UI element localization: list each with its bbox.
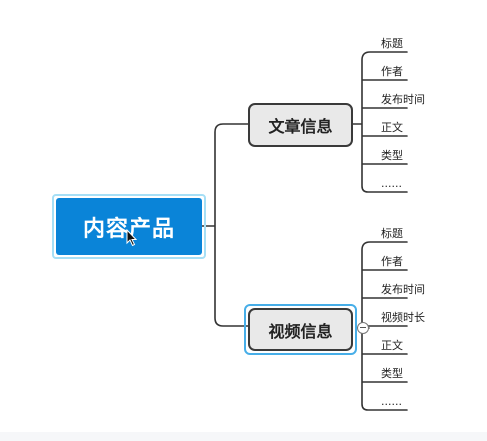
subtopic-leaf[interactable]: 正文 xyxy=(381,121,403,134)
connector-root-to-topics xyxy=(201,123,249,327)
root-node[interactable]: 内容产品 xyxy=(56,198,202,255)
mouse-pointer-icon xyxy=(126,229,138,247)
subtopic-leaf[interactable]: ...... xyxy=(381,177,402,190)
subtopic-leaf[interactable]: 作者 xyxy=(381,65,403,78)
topic-node-video[interactable]: 视频信息 xyxy=(248,308,353,351)
subtopic-leaf[interactable]: 视频时长 xyxy=(381,311,425,324)
subtopic-leaf[interactable]: ...... xyxy=(381,395,402,408)
topic-node-article[interactable]: 文章信息 xyxy=(248,103,353,147)
topic-selection-outline xyxy=(244,304,357,355)
topic-node-label: 视频信息 xyxy=(268,321,333,341)
connector-topic1-leaves xyxy=(352,51,408,193)
subtopic-leaf[interactable]: 类型 xyxy=(381,149,403,162)
subtopic-leaf[interactable]: 发布时间 xyxy=(381,283,425,296)
canvas-bottom-strip xyxy=(0,432,487,441)
root-selection-outline xyxy=(52,194,206,259)
subtopic-leaf[interactable]: 作者 xyxy=(381,255,403,268)
subtopic-leaf[interactable]: 正文 xyxy=(381,339,403,352)
subtopic-leaf[interactable]: 类型 xyxy=(381,367,403,380)
collapse-minus-icon[interactable] xyxy=(357,322,369,334)
subtopic-leaf[interactable]: 标题 xyxy=(381,37,403,50)
subtopic-leaf[interactable]: 发布时间 xyxy=(381,93,425,106)
subtopic-leaf[interactable]: 标题 xyxy=(381,227,403,240)
topic-node-label: 文章信息 xyxy=(268,117,333,136)
